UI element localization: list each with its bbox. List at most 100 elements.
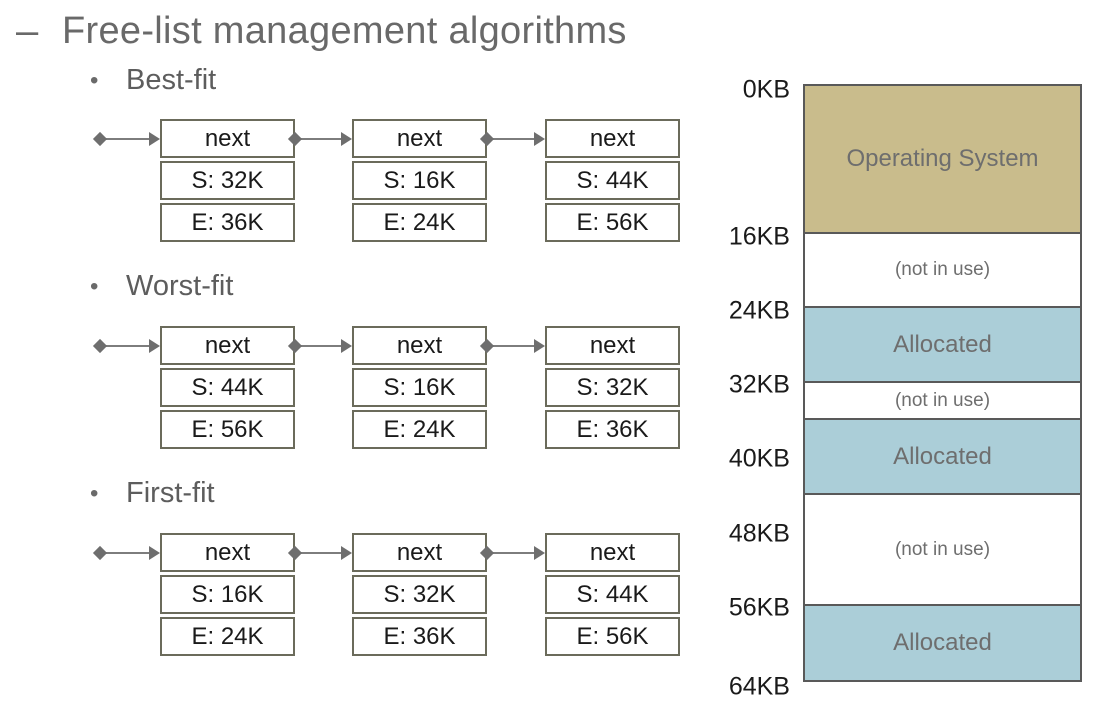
section-title: Worst-fit: [126, 270, 234, 302]
title-row: – Free-list management algorithms: [16, 6, 627, 56]
page-title: Free-list management algorithms: [62, 10, 627, 52]
memory-region-label: Allocated: [893, 629, 992, 656]
next-pointer-arrow: [287, 338, 352, 354]
arrowhead-icon: [341, 132, 352, 146]
memory-tick-label: 56KB: [728, 593, 790, 622]
node-start-field: S: 16K: [160, 575, 295, 614]
arrowhead-icon: [534, 339, 545, 353]
arrowhead-icon: [149, 546, 160, 560]
free-list-node: next S: 16K E: 24K: [352, 119, 487, 242]
memory-tick-label: 24KB: [728, 296, 790, 325]
memory-tick-label: 64KB: [728, 672, 790, 701]
section-title: Best-fit: [126, 64, 217, 96]
memory-tick-label: 16KB: [728, 222, 790, 251]
free-list-node: next S: 32K E: 36K: [352, 533, 487, 656]
arrowhead-icon: [341, 546, 352, 560]
node-end-field: E: 56K: [160, 410, 295, 449]
section-title: First-fit: [126, 477, 215, 509]
pointer-diamond-icon: [287, 131, 303, 147]
node-next-field: next: [160, 533, 295, 572]
memory-region-label: (not in use): [894, 389, 991, 411]
node-end-field: E: 56K: [545, 617, 680, 656]
section-label-worst-fit: • Worst-fit: [90, 270, 233, 303]
memory-region-operating-system: Operating System: [805, 86, 1080, 234]
pointer-diamond-icon: [479, 338, 495, 354]
free-list-node: next S: 44K E: 56K: [545, 119, 680, 242]
memory-tick-label: 40KB: [728, 444, 790, 473]
node-end-field: E: 36K: [160, 203, 295, 242]
node-end-field: E: 56K: [545, 203, 680, 242]
pointer-line: [300, 138, 341, 140]
node-start-field: S: 16K: [352, 368, 487, 407]
free-list-node: next S: 44K E: 56K: [160, 326, 295, 449]
memory-region-label: (not in use): [894, 538, 991, 560]
arrowhead-icon: [149, 339, 160, 353]
arrowhead-icon: [149, 132, 160, 146]
free-list-node: next S: 44K E: 56K: [545, 533, 680, 656]
dash-bullet-icon: –: [16, 9, 39, 53]
node-next-field: next: [545, 533, 680, 572]
node-next-field: next: [352, 533, 487, 572]
pointer-diamond-icon: [92, 338, 108, 354]
memory-region-allocated: Allocated: [805, 606, 1080, 680]
memory-region-not-in-use: (not in use): [805, 234, 1080, 308]
next-pointer-arrow: [287, 131, 352, 147]
next-pointer-arrow: [479, 545, 545, 561]
node-start-field: S: 16K: [352, 161, 487, 200]
pointer-line: [105, 138, 149, 140]
bullet-icon: •: [90, 479, 99, 507]
bullet-icon: •: [90, 272, 99, 300]
head-pointer-arrow: [92, 131, 160, 147]
memory-region-label: Allocated: [893, 330, 992, 358]
node-start-field: S: 32K: [545, 368, 680, 407]
pointer-diamond-icon: [479, 131, 495, 147]
pointer-line: [105, 345, 149, 347]
next-pointer-arrow: [479, 131, 545, 147]
pointer-diamond-icon: [479, 545, 495, 561]
node-end-field: E: 36K: [545, 410, 680, 449]
free-list-node: next S: 32K E: 36K: [160, 119, 295, 242]
memory-region-allocated: Allocated: [805, 420, 1080, 495]
free-list-node: next S: 16K E: 24K: [160, 533, 295, 656]
memory-region-allocated: Allocated: [805, 308, 1080, 383]
pointer-line: [300, 552, 341, 554]
pointer-line: [300, 345, 341, 347]
arrowhead-icon: [534, 546, 545, 560]
node-next-field: next: [545, 326, 680, 365]
memory-region-not-in-use: (not in use): [805, 495, 1080, 606]
node-end-field: E: 24K: [160, 617, 295, 656]
head-pointer-arrow: [92, 338, 160, 354]
node-start-field: S: 32K: [160, 161, 295, 200]
memory-region-label: Operating System: [846, 145, 1039, 172]
node-start-field: S: 44K: [545, 161, 680, 200]
pointer-line: [492, 552, 534, 554]
node-next-field: next: [352, 119, 487, 158]
node-next-field: next: [160, 326, 295, 365]
pointer-diamond-icon: [92, 545, 108, 561]
free-list-node: next S: 32K E: 36K: [545, 326, 680, 449]
node-next-field: next: [352, 326, 487, 365]
node-start-field: S: 44K: [545, 575, 680, 614]
next-pointer-arrow: [479, 338, 545, 354]
memory-region-label: Allocated: [893, 442, 992, 470]
memory-map: Operating System (not in use) Allocated …: [803, 84, 1082, 682]
free-list-node: next S: 16K E: 24K: [352, 326, 487, 449]
pointer-diamond-icon: [287, 338, 303, 354]
arrowhead-icon: [534, 132, 545, 146]
node-next-field: next: [545, 119, 680, 158]
node-end-field: E: 24K: [352, 410, 487, 449]
pointer-diamond-icon: [92, 131, 108, 147]
memory-tick-label: 0KB: [742, 75, 790, 104]
node-start-field: S: 44K: [160, 368, 295, 407]
pointer-line: [105, 552, 149, 554]
node-end-field: E: 36K: [352, 617, 487, 656]
node-next-field: next: [160, 119, 295, 158]
section-label-best-fit: • Best-fit: [90, 64, 216, 97]
memory-region-not-in-use: (not in use): [805, 383, 1080, 420]
arrowhead-icon: [341, 339, 352, 353]
bullet-icon: •: [90, 66, 99, 94]
memory-tick-label: 32KB: [728, 370, 790, 399]
memory-tick-label: 48KB: [728, 519, 790, 548]
node-end-field: E: 24K: [352, 203, 487, 242]
